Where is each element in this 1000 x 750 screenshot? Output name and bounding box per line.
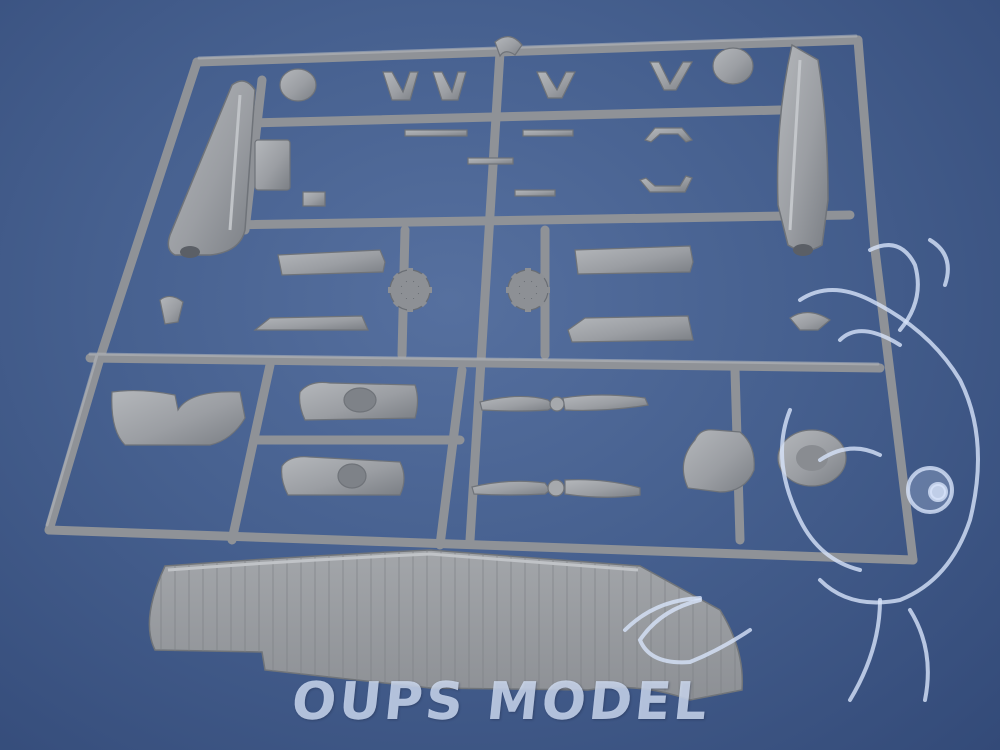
wheel-part [777,429,847,487]
watermark-text: OUPS MODEL [288,672,714,732]
propeller-upper [479,394,649,412]
rudder-part [682,429,755,493]
propeller-lower [471,479,641,498]
rotary-engine-left [388,268,432,312]
cowling-parts [159,295,419,496]
fuselage-half-left [167,80,256,258]
lower-wing [148,549,744,701]
sprue-frame-highlight [45,34,880,527]
rotary-engine-right [506,268,550,312]
stabilizer-parts [111,245,694,446]
small-parts-top [254,36,754,207]
fuselage-half-right [776,43,829,256]
bug-mascot-icon [623,238,980,702]
cone-part [789,311,832,331]
